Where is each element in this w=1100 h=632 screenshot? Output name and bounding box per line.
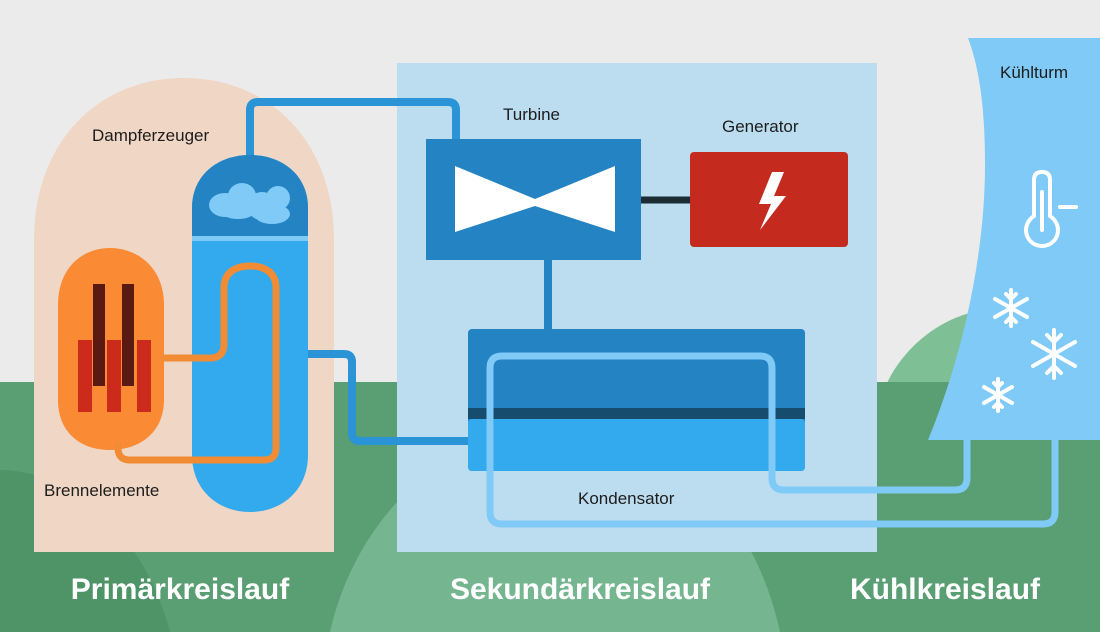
condenser-water <box>468 419 805 471</box>
label-fuel-elements: Brennelemente <box>44 481 160 500</box>
section-title-cooling: Kühlkreislauf <box>849 573 1041 606</box>
thermometer-icon <box>1023 169 1078 249</box>
label-condenser: Kondensator <box>578 489 675 508</box>
turbine-icon <box>455 166 615 232</box>
snowflake-icon <box>982 288 1077 413</box>
section-title-secondary: Sekundärkreislauf <box>449 573 711 606</box>
lightning-icon <box>759 172 786 230</box>
primary-loop-pipe <box>114 262 280 464</box>
cooling-loop-outer <box>486 352 1059 528</box>
steam-cloud-icon <box>209 183 290 224</box>
label-steam-generator: Dampferzeuger <box>92 126 210 145</box>
fuel-rods-icon <box>78 284 151 412</box>
label-turbine: Turbine <box>503 105 561 124</box>
pipe-condenser-return <box>300 350 470 445</box>
water-level-line <box>192 236 308 241</box>
secondary-zone <box>397 63 877 552</box>
condenser-divider <box>468 408 805 419</box>
pipe-steam-to-turbine <box>246 98 460 160</box>
label-cooling-tower: Kühlturm <box>1000 63 1069 82</box>
cooling-tower <box>928 38 1100 440</box>
label-generator: Generator <box>722 117 799 136</box>
section-title-primary: Primärkreislauf <box>70 573 290 606</box>
